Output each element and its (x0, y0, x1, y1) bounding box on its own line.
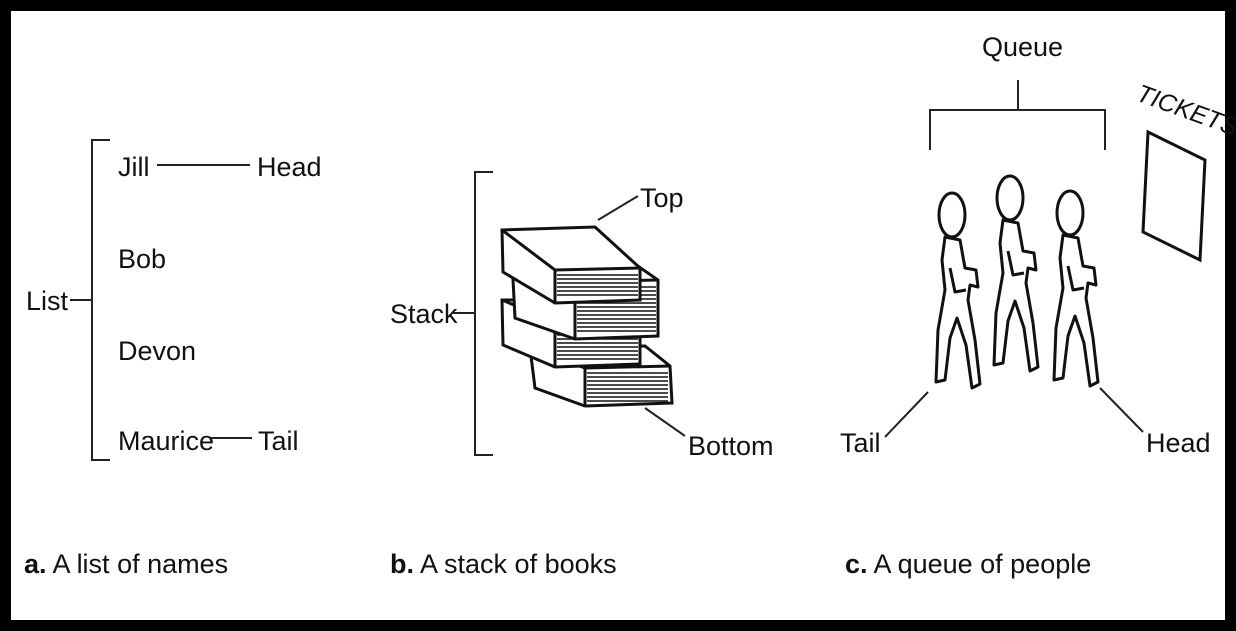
queue-caption: c. A queue of people (845, 549, 1091, 579)
bottom-pointer (645, 408, 685, 436)
person-tail (936, 193, 980, 388)
list-caption: a. A list of names (24, 549, 228, 579)
list-caption-letter: a. (24, 549, 47, 579)
queue-caption-text: A queue of people (868, 549, 1092, 579)
list-caption-text: A list of names (47, 549, 229, 579)
stack-top-label: Top (640, 183, 684, 213)
list-panel: List Jill Bob Devon Maurice Head Tail a.… (24, 140, 322, 579)
queue-head-label: Head (1146, 428, 1211, 458)
list-tail-label: Tail (258, 426, 299, 456)
queue-tail-pointer (885, 392, 928, 437)
list-bracket (92, 140, 110, 460)
queue-bracket (930, 110, 1105, 150)
stack-caption: b. A stack of books (390, 549, 617, 579)
stack-bottom-label: Bottom (688, 431, 774, 461)
stack-panel: Stack Top (390, 172, 774, 579)
queue-label: Queue (982, 32, 1063, 62)
stack-bracket (475, 172, 493, 455)
list-item-jill: Jill (118, 152, 150, 182)
ticket-window (1143, 132, 1205, 260)
top-pointer (598, 196, 638, 220)
list-label: List (26, 286, 69, 316)
list-item-bob: Bob (118, 244, 166, 274)
queue-caption-letter: c. (845, 549, 868, 579)
person-middle (994, 176, 1038, 371)
queue-panel: Queue TICKETS Tail Head c. A queue of pe… (840, 32, 1236, 579)
person-head (1054, 191, 1098, 386)
queue-head-pointer (1100, 388, 1143, 432)
list-item-devon: Devon (118, 336, 196, 366)
list-head-label: Head (257, 152, 322, 182)
stack-label: Stack (390, 299, 458, 329)
stack-caption-text: A stack of books (414, 549, 617, 579)
stack-caption-letter: b. (390, 549, 414, 579)
list-item-maurice: Maurice (118, 426, 214, 456)
queue-tail-label: Tail (840, 428, 881, 458)
